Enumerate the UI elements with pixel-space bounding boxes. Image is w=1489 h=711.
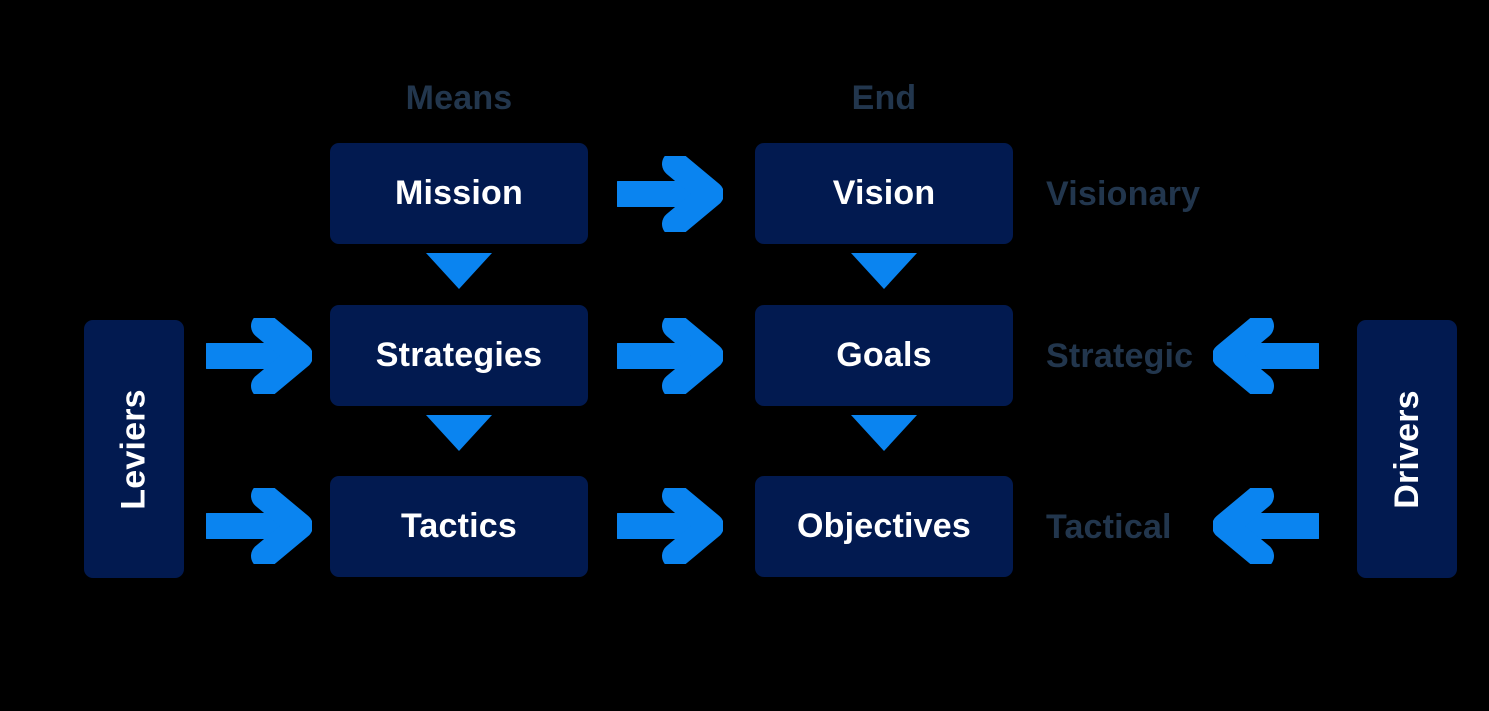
column-header-means: Means (405, 79, 513, 117)
tier-label-strategic: Strategic (1046, 337, 1194, 375)
node-label-mission: Mission (395, 174, 523, 212)
node-box-objectives[interactable]: Objectives (755, 476, 1013, 577)
arrow-left-icon-drivers-to-strategic (1213, 318, 1319, 394)
side-box-drivers[interactable]: Drivers (1357, 320, 1457, 578)
arrow-right-icon-strategies-to-goals (617, 318, 723, 394)
arrow-right-icon-leviers-to-strategies (206, 318, 312, 394)
column-header-end: End (851, 79, 917, 117)
side-box-leviers-label: Leviers (114, 388, 153, 510)
node-box-strategies[interactable]: Strategies (330, 305, 588, 406)
side-box-drivers-label: Drivers (1387, 389, 1426, 509)
arrow-right-icon-tactics-to-objectives (617, 488, 723, 564)
tier-label-visionary: Visionary (1046, 175, 1201, 213)
node-label-tactics: Tactics (400, 507, 518, 545)
arrow-right-icon-mission-to-vision (617, 156, 723, 232)
arrow-down-icon-vision-to-goals (851, 253, 917, 289)
node-label-vision: Vision (832, 174, 936, 212)
node-label-strategies: Strategies (375, 336, 543, 374)
side-box-leviers[interactable]: Leviers (84, 320, 184, 578)
node-box-goals[interactable]: Goals (755, 305, 1013, 406)
node-box-tactics[interactable]: Tactics (330, 476, 588, 577)
node-box-vision[interactable]: Vision (755, 143, 1013, 244)
arrow-down-icon-goals-to-objectives (851, 415, 917, 451)
arrow-down-icon-strategies-to-tactics (426, 415, 492, 451)
node-label-goals: Goals (836, 336, 932, 374)
node-label-objectives: Objectives (797, 507, 971, 545)
arrow-left-icon-drivers-to-tactical (1213, 488, 1319, 564)
tier-label-tactical: Tactical (1046, 508, 1172, 546)
arrow-down-icon-mission-to-strategies (426, 253, 492, 289)
node-box-mission[interactable]: Mission (330, 143, 588, 244)
arrow-right-icon-leviers-to-tactics (206, 488, 312, 564)
